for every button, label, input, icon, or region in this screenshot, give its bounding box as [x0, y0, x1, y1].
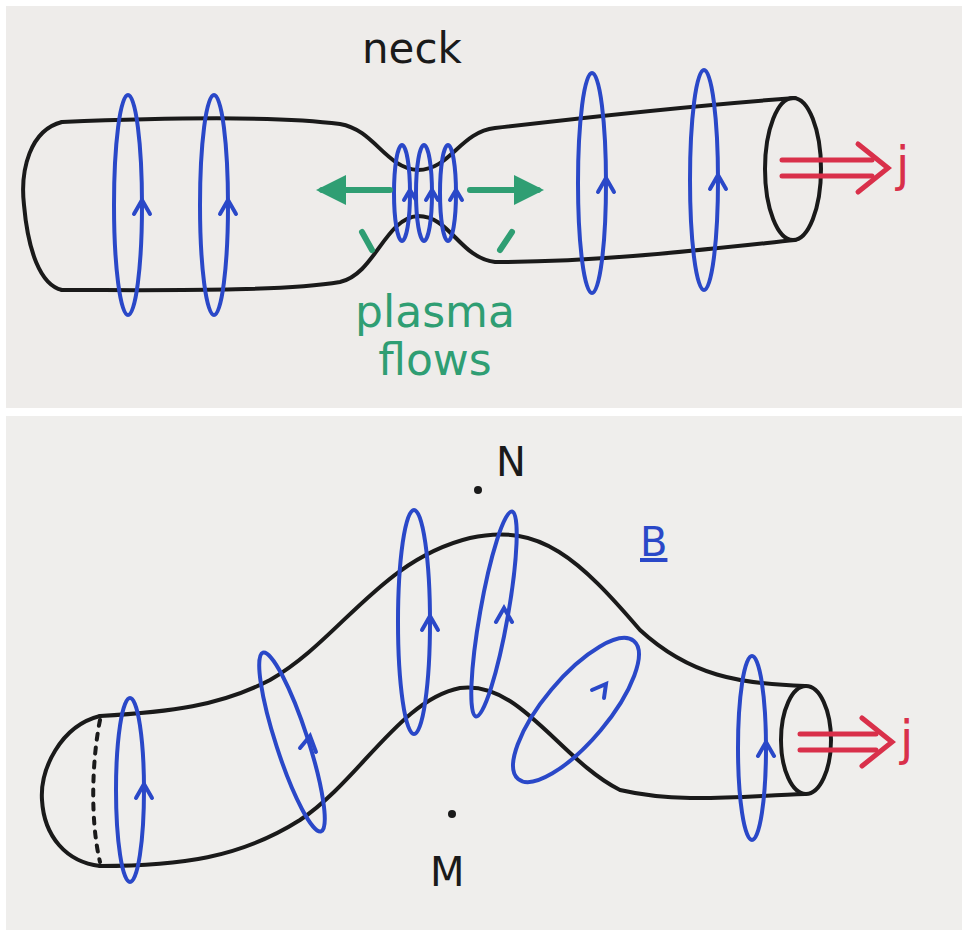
point-dot — [448, 810, 456, 818]
bottom-panel — [6, 416, 962, 930]
point-label: M — [430, 850, 465, 894]
top-panel — [6, 6, 962, 408]
point-dot — [474, 486, 482, 494]
magnetic-field-loops — [116, 509, 774, 882]
flow-arrows — [322, 190, 538, 250]
current-label: j — [896, 138, 909, 191]
part-label: neck — [362, 26, 462, 72]
field-label: B — [640, 520, 667, 564]
point-label: N — [496, 440, 526, 484]
plasma-tube — [42, 534, 831, 866]
current-label: j — [900, 712, 913, 765]
current-arrow — [800, 718, 892, 766]
magnetic-field-loops — [114, 70, 726, 315]
current-arrow — [782, 144, 888, 192]
flow-label: plasma flows — [330, 288, 540, 385]
